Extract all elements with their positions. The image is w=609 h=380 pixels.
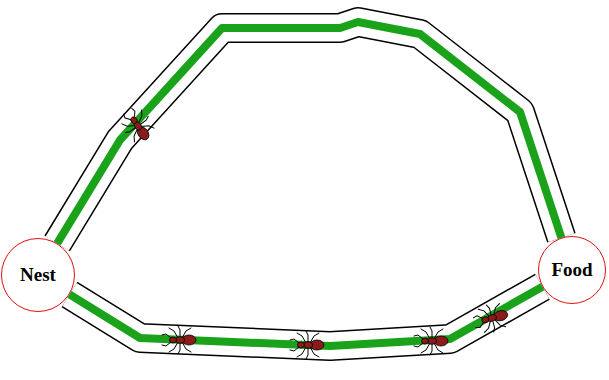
trail-stroke (57, 22, 561, 243)
trail-stroke (57, 22, 561, 243)
circle-node: Food (538, 236, 606, 304)
trail-stroke (57, 22, 561, 243)
ant (414, 327, 448, 355)
ant (116, 103, 158, 147)
ant (290, 331, 324, 359)
circle-node: Nest (1, 238, 75, 312)
trail-stroke (70, 287, 543, 346)
trail-path (57, 22, 561, 243)
trail-stroke (70, 287, 543, 346)
trail-stroke (70, 287, 543, 346)
ant (471, 300, 511, 336)
node-label: Food (551, 259, 592, 281)
trail-path (70, 287, 543, 346)
ant (162, 326, 196, 354)
node-label: Nest (20, 264, 56, 286)
